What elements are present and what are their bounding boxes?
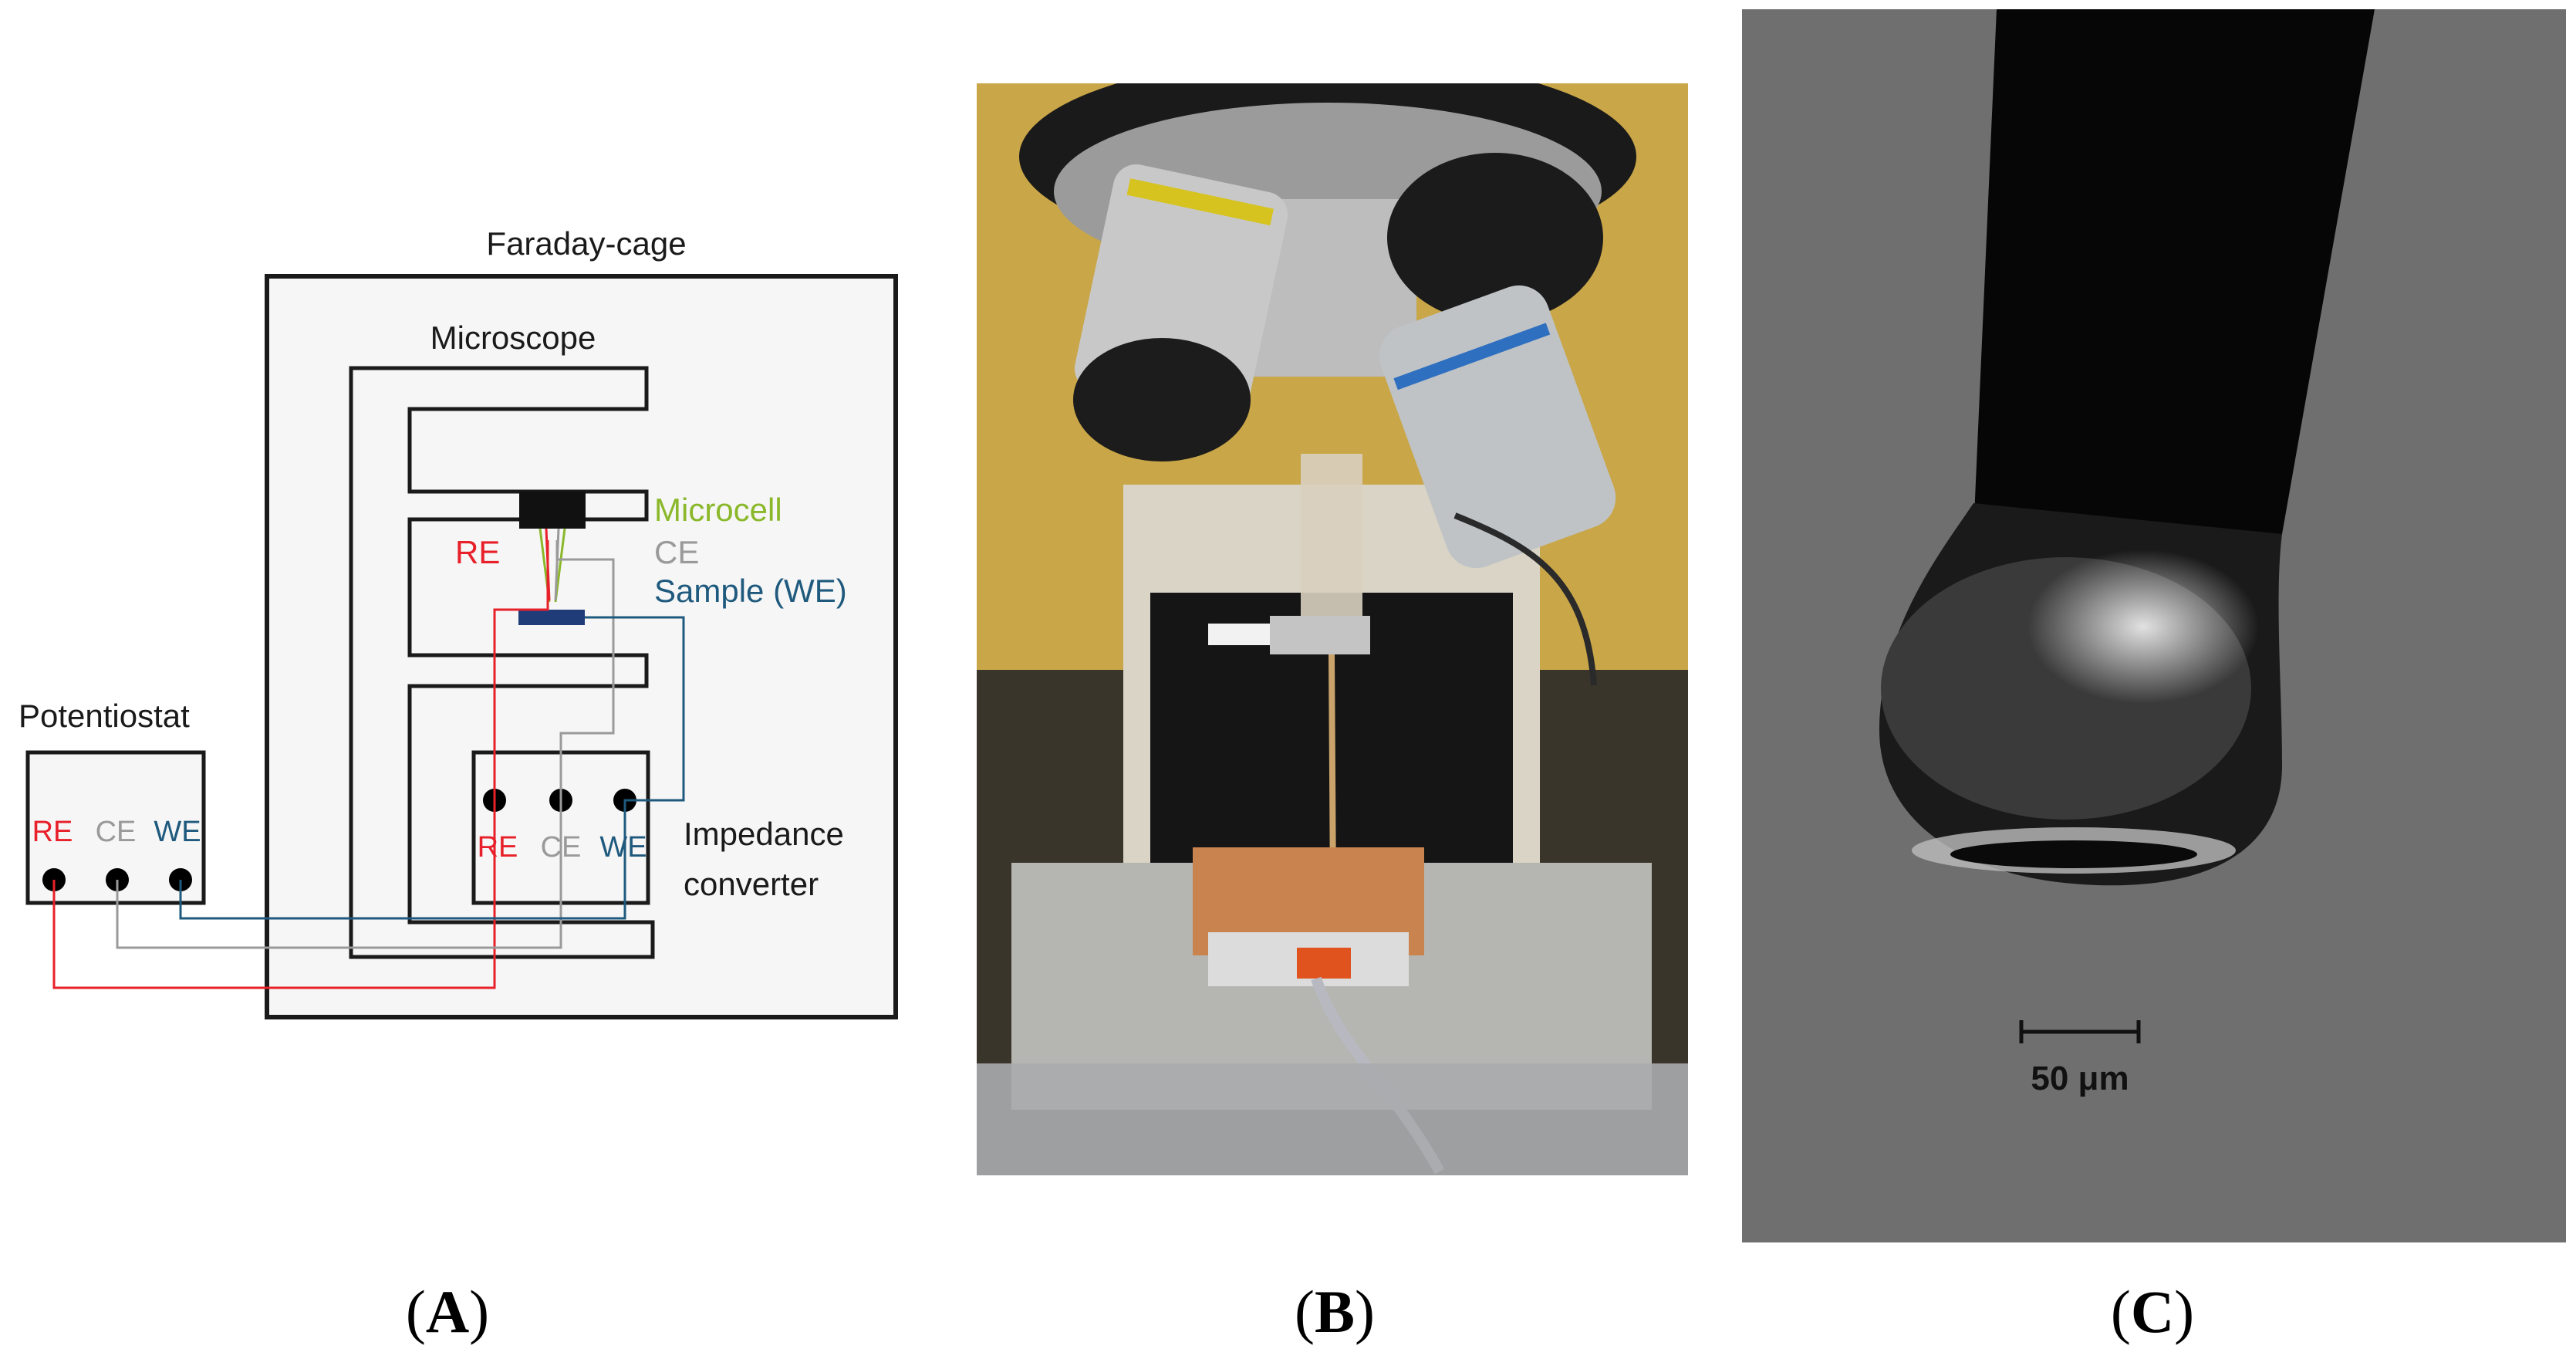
re-wire xyxy=(52,540,549,989)
objective-right xyxy=(1379,285,1616,569)
scale-bar-label: 50 μm xyxy=(2031,1060,2129,1097)
faraday-cage-label: Faraday-cage xyxy=(486,225,686,262)
micrograph-panel-c: 50 μm xyxy=(1742,9,2566,1242)
potentiostat-ce-label: CE xyxy=(96,816,137,848)
microscope-frame xyxy=(349,366,655,959)
caption-b: (B) xyxy=(1295,1278,1375,1345)
ce-wire xyxy=(116,540,615,949)
microcell-label: Microcell xyxy=(654,492,782,528)
sample-we xyxy=(518,610,585,625)
microscope-label: Microscope xyxy=(430,319,596,356)
potentiostat-we-label: WE xyxy=(154,816,201,848)
ce-microcell-label: CE xyxy=(654,534,699,570)
potentiostat-label: Potentiostat xyxy=(19,698,190,734)
faraday-cage-box xyxy=(265,274,898,1019)
schematic-panel-a: Faraday-cage Microscope Microcell CE RE … xyxy=(19,225,898,1019)
microscope-photo-panel-b xyxy=(977,83,1688,1175)
impedance-re-label: RE xyxy=(478,831,518,864)
caption-a: (A) xyxy=(405,1278,490,1345)
objective-left xyxy=(1073,164,1288,461)
caption-a-letter: A xyxy=(425,1278,470,1345)
impedance-label-line1: Impedance xyxy=(684,816,844,852)
capillary-body xyxy=(1973,9,2375,534)
impedance-we-label: WE xyxy=(599,831,647,864)
impedance-label-line2: converter xyxy=(684,866,819,902)
objective-block xyxy=(519,492,586,529)
scale-bar: 50 μm xyxy=(2019,1020,2141,1097)
we-wire xyxy=(179,616,685,920)
sample-label: Sample (WE) xyxy=(654,573,847,609)
caption-c: (C) xyxy=(2110,1278,2195,1345)
caption-b-letter: B xyxy=(1314,1278,1356,1345)
potentiostat-re-label: RE xyxy=(32,816,73,848)
re-microcell-label: RE xyxy=(455,534,500,570)
caption-c-letter: C xyxy=(2130,1278,2175,1345)
